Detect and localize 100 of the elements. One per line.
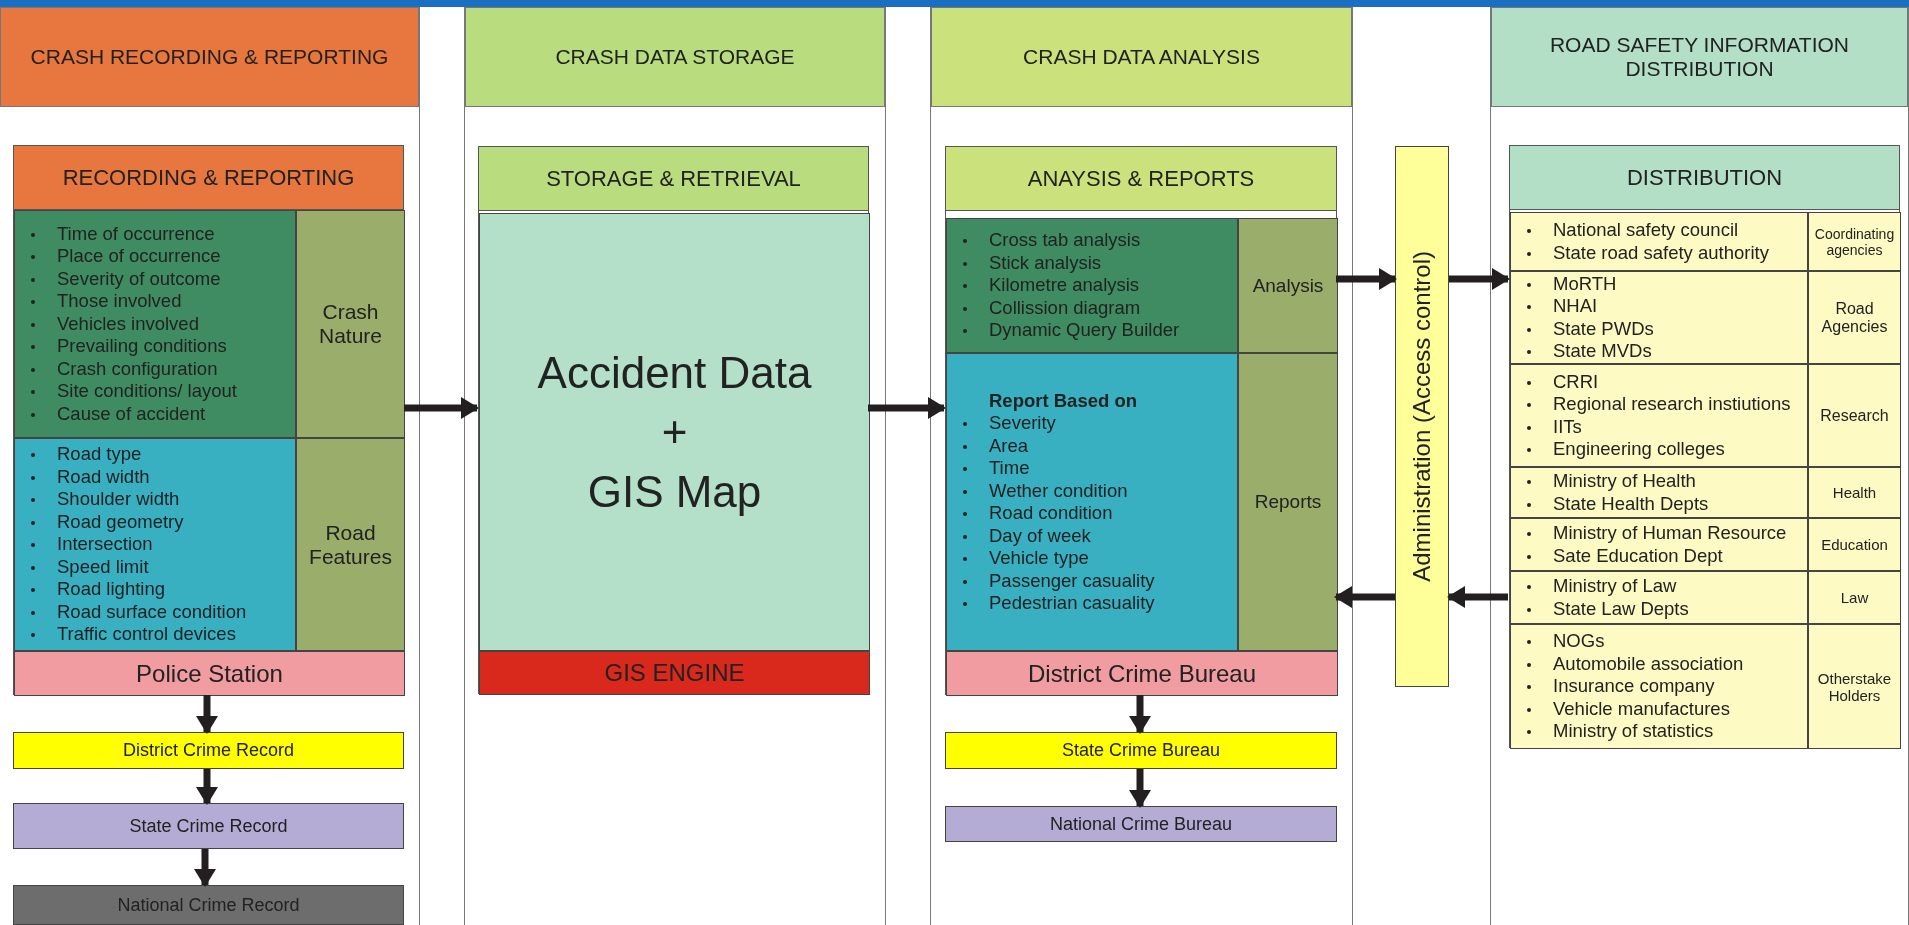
content-box xyxy=(479,213,870,651)
panel-frame xyxy=(945,146,1337,695)
category-box xyxy=(296,210,405,438)
list-item: Road surface condition xyxy=(57,600,247,622)
list-item: Ministry of statistics xyxy=(1553,720,1714,742)
panel-frame xyxy=(478,146,869,694)
record-box xyxy=(945,732,1337,769)
arrow xyxy=(868,397,946,419)
category-box xyxy=(296,438,405,651)
list-item: Prevailing conditions xyxy=(57,335,227,357)
list-item: Kilometre analysis xyxy=(989,274,1140,296)
category-box xyxy=(1808,571,1901,624)
record-box xyxy=(13,732,404,769)
list-item: MoRTH xyxy=(1553,272,1617,294)
list-item: IITs xyxy=(1553,415,1582,437)
list-item: Crash configuration xyxy=(57,357,218,379)
record-box xyxy=(479,651,870,695)
arrow xyxy=(1336,268,1397,290)
list-item: Road type xyxy=(57,443,142,465)
category-label: Coordinating agencies xyxy=(1813,225,1896,258)
list-item: Insurance company xyxy=(1553,675,1715,697)
vertical-label: Administration (Access control) xyxy=(1408,251,1436,582)
arrow xyxy=(196,695,218,734)
list-item: Pedestrian casuality xyxy=(989,592,1155,613)
list-item: Road width xyxy=(57,465,150,487)
admin-bar xyxy=(1395,146,1449,687)
list-item: Collission diagram xyxy=(989,296,1141,318)
category-label: Education xyxy=(1821,536,1888,553)
panel-title: RECORDING & REPORTING xyxy=(62,164,355,191)
category-label: Law xyxy=(1840,589,1869,606)
category-box xyxy=(1808,624,1901,749)
arrow xyxy=(1447,586,1508,608)
list-item: Time xyxy=(989,457,1030,478)
category-label: Road Features xyxy=(308,520,393,569)
record-box xyxy=(945,806,1337,842)
list-item: Shoulder width xyxy=(57,488,180,510)
category-label: Analysis xyxy=(1252,274,1324,297)
list-panel xyxy=(14,210,296,438)
category-box xyxy=(1808,364,1901,467)
list-item: Intersection xyxy=(57,533,153,555)
list-item: CRRI xyxy=(1553,370,1599,392)
list-item: Site conditions/ layout xyxy=(57,380,237,402)
list-item: Vehicle type xyxy=(989,547,1089,568)
list-item: Road geometry xyxy=(57,510,184,532)
list-item: Ministry of Health xyxy=(1553,470,1696,491)
list-item: State PWDs xyxy=(1553,317,1654,339)
list-panel xyxy=(1510,518,1808,571)
column-title: CRASH DATA STORAGE xyxy=(555,45,795,69)
arrow xyxy=(1129,769,1151,808)
record-box xyxy=(14,651,405,696)
content-text: + xyxy=(661,406,688,459)
category-label: Road Agencies xyxy=(1820,299,1889,336)
column-frame xyxy=(930,7,1353,925)
record-label: State Crime Bureau xyxy=(1061,740,1221,761)
panel-title: ANAYSIS & REPORTS xyxy=(1027,165,1255,192)
list-item: Engineering colleges xyxy=(1553,438,1725,459)
list-panel xyxy=(14,438,296,651)
list-item: NOGs xyxy=(1553,630,1605,652)
list-item: Those involved xyxy=(57,290,182,312)
arrow xyxy=(194,849,216,887)
panel-frame xyxy=(13,145,404,695)
list-item: Ministry of Law xyxy=(1553,575,1677,596)
category-box xyxy=(1808,212,1901,271)
list-item: Cause of accident xyxy=(57,402,206,424)
list-panel xyxy=(1510,271,1808,364)
list-item: Time of occurrence xyxy=(57,222,215,244)
category-box xyxy=(1808,518,1901,571)
list-item: State road safety authority xyxy=(1553,241,1769,263)
category-box xyxy=(1238,218,1338,353)
category-label: Otherstake Holders xyxy=(1816,669,1893,704)
list-panel xyxy=(1510,467,1808,518)
column-title: CRASH RECORDING & REPORTING xyxy=(30,45,389,69)
column-frame xyxy=(1490,7,1909,925)
record-label: National Crime Record xyxy=(117,894,300,916)
column-title: ROAD SAFETY INFORMATION DISTRIBUTION xyxy=(1548,33,1851,81)
record-box xyxy=(13,885,404,925)
list-panel xyxy=(1510,624,1808,749)
record-label: District Crime Bureau xyxy=(1027,659,1256,688)
list-item: Severity of outcome xyxy=(57,267,221,289)
list-item: Stick analysis xyxy=(989,251,1102,273)
column-title: CRASH DATA ANALYSIS xyxy=(1023,45,1260,69)
arrow xyxy=(1449,268,1510,290)
arrow xyxy=(404,397,479,419)
list-item: Road condition xyxy=(989,502,1113,523)
category-label: Research xyxy=(1820,406,1889,425)
arrow xyxy=(1334,586,1395,608)
list-panel xyxy=(1510,364,1808,467)
category-box xyxy=(1808,467,1901,518)
list-item: Wether condition xyxy=(989,479,1128,501)
list-item: Cross tab analysis xyxy=(989,229,1141,251)
list-panel xyxy=(946,353,1238,651)
category-box xyxy=(1808,271,1901,364)
category-box xyxy=(1238,353,1338,651)
record-label: National Crime Bureau xyxy=(1049,813,1233,835)
panel-title: STORAGE & RETRIEVAL xyxy=(546,165,801,192)
arrow xyxy=(1129,695,1151,734)
record-label: State Crime Record xyxy=(129,815,288,837)
record-label: Police Station xyxy=(136,659,283,688)
record-label: District Crime Record xyxy=(123,740,294,761)
record-box xyxy=(946,651,1338,696)
